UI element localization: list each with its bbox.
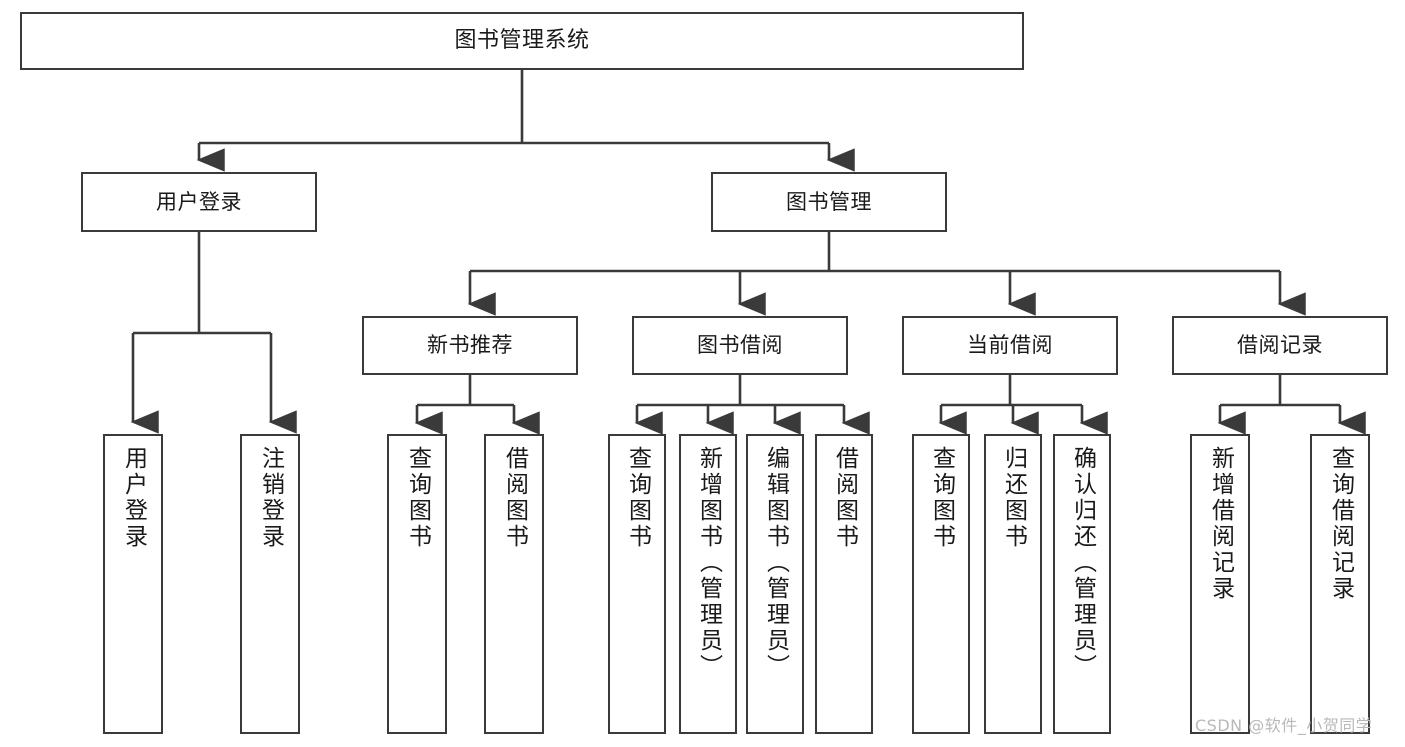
node-label: 确认归还（管理员）	[1069, 446, 1096, 680]
node-book-management[interactable]: 图书管理	[711, 172, 947, 232]
leaf-user-login[interactable]: 用户登录	[103, 434, 163, 734]
node-label: 图书借阅	[697, 333, 783, 358]
node-book-borrow[interactable]: 图书借阅	[632, 316, 848, 375]
node-label: 查询图书	[404, 446, 431, 550]
node-label: 查询图书	[624, 446, 651, 550]
leaf-return-book[interactable]: 归还图书	[984, 434, 1042, 734]
node-label: 图书管理系统	[454, 28, 590, 54]
node-label: 借阅记录	[1237, 333, 1323, 358]
leaf-add-book-admin[interactable]: 新增图书（管理员）	[679, 434, 737, 734]
leaf-query-book-current[interactable]: 查询图书	[912, 434, 970, 734]
leaf-borrow-book-new[interactable]: 借阅图书	[484, 434, 544, 734]
leaf-query-book-new[interactable]: 查询图书	[387, 434, 447, 734]
node-label: 查询借阅记录	[1327, 446, 1354, 602]
node-label: 新书推荐	[427, 333, 513, 358]
node-user-login[interactable]: 用户登录	[81, 172, 317, 232]
node-root-book-management-system[interactable]: 图书管理系统	[20, 12, 1024, 70]
leaf-borrow-book[interactable]: 借阅图书	[815, 434, 873, 734]
node-borrow-record[interactable]: 借阅记录	[1172, 316, 1388, 375]
node-label: 编辑图书（管理员）	[762, 446, 789, 680]
node-current-borrow[interactable]: 当前借阅	[902, 316, 1118, 375]
node-label: 新增图书（管理员）	[695, 446, 722, 680]
node-label: 用户登录	[120, 446, 147, 550]
node-new-book-recommend[interactable]: 新书推荐	[362, 316, 578, 375]
leaf-logout[interactable]: 注销登录	[240, 434, 300, 734]
node-label: 借阅图书	[831, 446, 858, 550]
csdn-watermark: CSDN @软件_小贺同学	[1195, 716, 1373, 735]
node-label: 查询图书	[928, 446, 955, 550]
node-label: 图书管理	[786, 189, 872, 214]
leaf-query-book-borrow[interactable]: 查询图书	[608, 434, 666, 734]
node-label: 借阅图书	[501, 446, 528, 550]
leaf-confirm-return-admin[interactable]: 确认归还（管理员）	[1053, 434, 1111, 734]
leaf-query-borrow-record[interactable]: 查询借阅记录	[1310, 434, 1370, 734]
node-label: 注销登录	[257, 446, 284, 550]
node-label: 归还图书	[1000, 446, 1027, 550]
node-label: 用户登录	[156, 189, 242, 214]
node-label: 新增借阅记录	[1207, 446, 1234, 602]
node-label: 当前借阅	[967, 333, 1053, 358]
leaf-add-borrow-record[interactable]: 新增借阅记录	[1190, 434, 1250, 734]
leaf-edit-book-admin[interactable]: 编辑图书（管理员）	[746, 434, 804, 734]
